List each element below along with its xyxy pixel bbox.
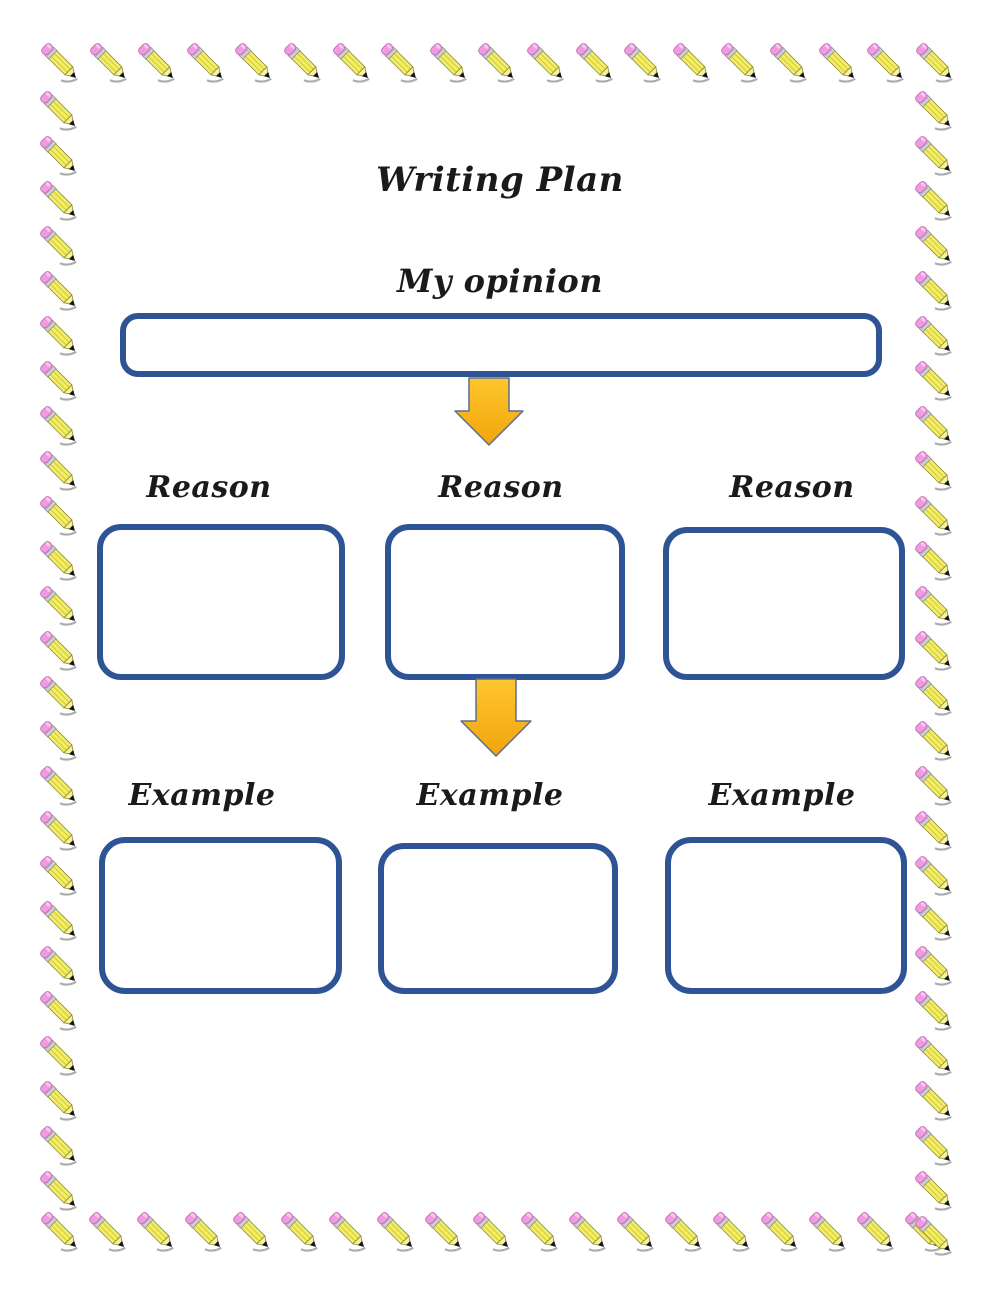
pencil-icon — [913, 41, 957, 84]
pencil-icon — [913, 404, 956, 447]
pencil-icon — [38, 359, 81, 402]
example-label-3: Example — [708, 778, 856, 813]
pencil-icon — [913, 494, 956, 537]
pencil-icon — [913, 899, 956, 942]
pencil-icon — [913, 539, 956, 582]
pencil-icon — [38, 719, 81, 762]
pencil-icon — [38, 1124, 81, 1167]
pencil-icon — [87, 41, 130, 84]
pencil-icon — [87, 1210, 130, 1253]
example-input-box-1[interactable] — [99, 837, 342, 994]
pencil-icon — [427, 41, 471, 84]
pencil-icon — [330, 41, 373, 84]
pencil-icon — [38, 584, 81, 627]
opinion-input-box[interactable] — [120, 313, 882, 377]
pencil-icon — [913, 1169, 956, 1212]
opinion-label: My opinion — [396, 262, 604, 300]
pencil-icon — [573, 41, 616, 84]
pencil-icon — [38, 854, 81, 897]
pencil-icon — [663, 1210, 706, 1253]
pencil-icon — [913, 809, 956, 852]
pencil-icon — [423, 1210, 466, 1253]
pencil-icon — [38, 674, 81, 717]
example-input-box-2[interactable] — [378, 843, 618, 994]
pencil-icon — [38, 449, 81, 492]
pencil-icon — [913, 1214, 956, 1257]
page-title: Writing Plan — [376, 160, 624, 200]
pencil-icon — [38, 314, 81, 357]
example-label-2: Example — [416, 778, 564, 813]
pencil-icon — [476, 41, 519, 84]
pencil-icon — [184, 41, 228, 84]
pencil-icon — [38, 404, 81, 447]
pencil-icon — [38, 494, 81, 537]
down-arrow-icon — [454, 377, 524, 446]
pencil-icon — [39, 1210, 82, 1253]
reason-input-box-3[interactable] — [663, 527, 905, 680]
pencil-icon — [279, 1210, 322, 1253]
pencil-icon — [38, 1169, 81, 1212]
pencil-icon — [38, 1079, 81, 1122]
pencil-icon — [39, 41, 82, 84]
pencil-icon — [38, 539, 81, 582]
pencil-icon — [567, 1210, 610, 1253]
pencil-icon — [38, 629, 81, 672]
reason-input-box-2[interactable] — [385, 524, 625, 680]
down-arrow-icon — [460, 678, 532, 757]
pencil-icon — [913, 314, 956, 357]
pencil-icon — [38, 1034, 81, 1077]
pencil-icon — [670, 41, 714, 84]
reason-label-1: Reason — [146, 470, 272, 505]
pencil-icon — [807, 1210, 850, 1253]
pencil-icon — [183, 1210, 226, 1253]
pencil-icon — [913, 764, 956, 807]
pencil-icon — [913, 1034, 956, 1077]
pencil-icon — [913, 359, 956, 402]
pencil-icon — [327, 1210, 370, 1253]
pencil-icon — [135, 1210, 178, 1253]
pencil-icon — [282, 41, 325, 84]
pencil-icon — [38, 899, 81, 942]
pencil-icon — [233, 41, 276, 84]
reason-label-2: Reason — [438, 470, 564, 505]
pencil-icon — [136, 41, 179, 84]
pencil-icon — [913, 719, 956, 762]
pencil-icon — [913, 944, 956, 987]
pencil-icon — [913, 629, 956, 672]
pencil-icon — [913, 1124, 956, 1167]
pencil-icon — [379, 41, 422, 84]
pencil-icon — [38, 944, 81, 987]
example-label-1: Example — [128, 778, 276, 813]
pencil-icon — [519, 1210, 562, 1253]
pencil-icon — [525, 41, 568, 84]
pencil-icon — [816, 41, 859, 84]
pencil-icon — [913, 1079, 956, 1122]
pencil-icon — [711, 1210, 754, 1253]
pencil-icon — [38, 89, 81, 132]
pencil-icon — [38, 809, 81, 852]
pencil-icon — [38, 989, 81, 1032]
pencil-icon — [768, 41, 811, 84]
pencil-icon — [855, 1210, 898, 1253]
pencil-icon — [615, 1210, 658, 1253]
pencil-icon — [865, 41, 908, 84]
pencil-icon — [913, 854, 956, 897]
pencil-icon — [719, 41, 762, 84]
pencil-icon — [913, 89, 956, 132]
example-input-box-3[interactable] — [665, 837, 907, 994]
pencil-icon — [913, 584, 956, 627]
pencil-icon — [903, 1210, 946, 1253]
reason-label-3: Reason — [729, 470, 855, 505]
pencil-icon — [231, 1210, 274, 1253]
reason-input-box-1[interactable] — [97, 524, 345, 680]
pencil-icon — [38, 764, 81, 807]
pencil-icon — [913, 989, 956, 1032]
pencil-icon — [622, 41, 665, 84]
pencil-icon — [375, 1210, 418, 1253]
pencil-icon — [471, 1210, 514, 1253]
pencil-icon — [913, 449, 956, 492]
pencil-icon — [913, 674, 956, 717]
pencil-icon — [759, 1210, 802, 1253]
